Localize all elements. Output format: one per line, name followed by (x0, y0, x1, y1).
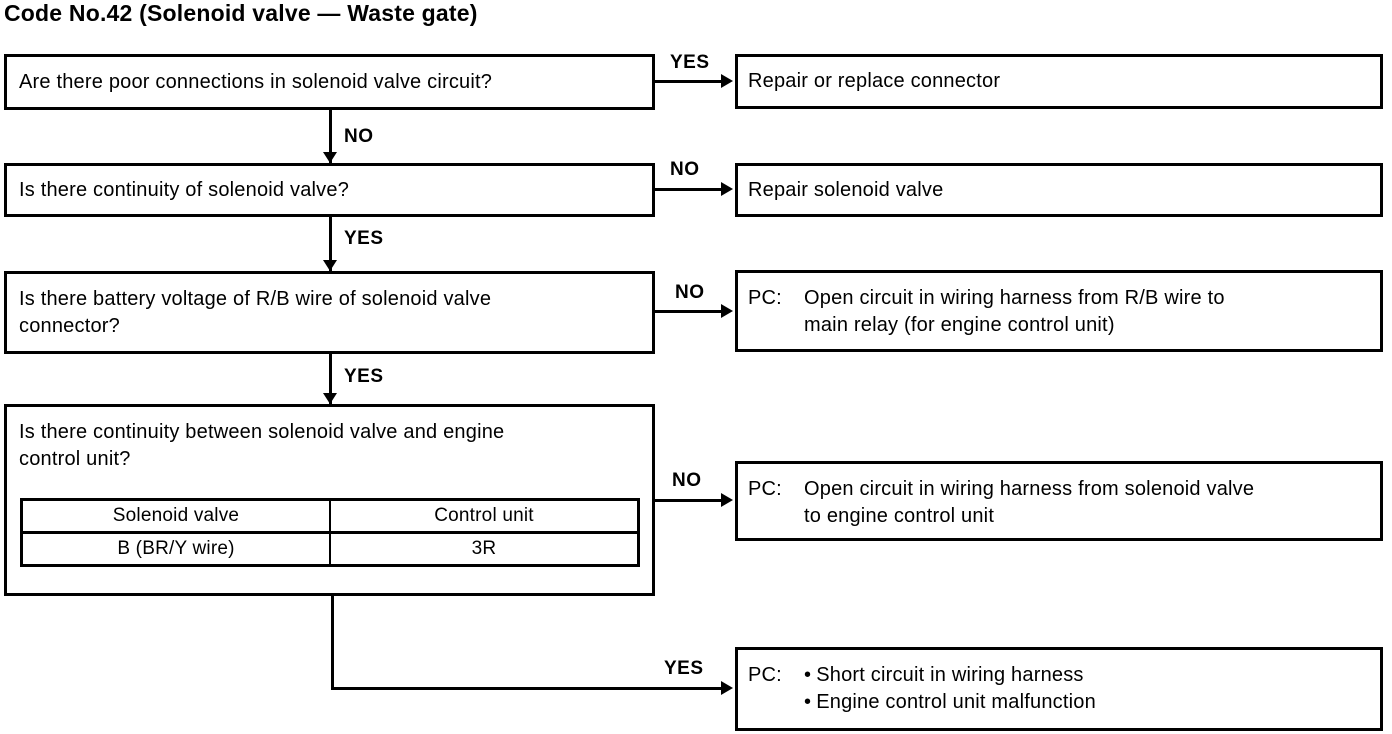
question-box-continuity-solenoid: Is there continuity of solenoid valve? (4, 163, 655, 217)
connector-q4-bottom-right-line (331, 687, 723, 690)
bullet-item: • Engine control unit malfunction (804, 689, 1380, 716)
question-box-poor-connections: Are there poor connections in solenoid v… (4, 54, 655, 110)
connector-q4-right-line (655, 499, 723, 502)
table-cell-wire: B (BR/Y wire) (20, 531, 331, 567)
question-text-line-1: Is there battery voltage of R/B wire of … (19, 287, 492, 310)
branch-label-q2-yes: YES (344, 228, 384, 249)
page-title: Code No.42 (Solenoid valve — Waste gate) (4, 0, 478, 26)
table-cell-terminal: 3R (329, 531, 640, 567)
table-header-control-unit: Control unit (329, 498, 640, 534)
pc-content: PC: Open circuit in wiring harness from … (738, 273, 1380, 339)
connector-q2-down-line (329, 217, 332, 271)
table-header-solenoid-valve: Solenoid valve (20, 498, 331, 534)
branch-label-q1-yes: YES (670, 52, 710, 73)
table-header-row: Solenoid valve Control unit (20, 498, 640, 534)
question-text-line-1: Is there continuity between solenoid val… (19, 421, 505, 443)
pc-lines: Open circuit in wiring harness from sole… (804, 476, 1380, 530)
down-arrowhead-icon (323, 260, 337, 271)
connector-q1-down-line (329, 110, 332, 163)
result-box-short-circuit-malfunction: PC: • Short circuit in wiring harness • … (735, 647, 1383, 731)
result-text-line-2: to engine control unit (804, 505, 995, 527)
pc-prefix: PC: (748, 664, 782, 686)
result-text-line-2: Engine control unit malfunction (816, 691, 1096, 713)
right-arrowhead-icon (721, 681, 733, 695)
result-text: Repair solenoid valve (748, 178, 944, 201)
result-box-open-circuit-main-relay: PC: Open circuit in wiring harness from … (735, 270, 1383, 352)
down-arrowhead-icon (323, 393, 337, 404)
bullet-item: • Short circuit in wiring harness (804, 662, 1380, 689)
bullet-icon: • (804, 664, 812, 686)
question-text-line-2: connector? (19, 314, 120, 337)
result-box-open-circuit-ecu: PC: Open circuit in wiring harness from … (735, 461, 1383, 541)
pc-content: PC: Open circuit in wiring harness from … (738, 464, 1380, 530)
connector-q2-right-line (655, 188, 723, 191)
down-arrowhead-icon (323, 152, 337, 163)
right-arrowhead-icon (721, 182, 733, 196)
result-box-repair-connector: Repair or replace connector (735, 54, 1383, 109)
branch-label-q3-no: NO (675, 282, 705, 303)
branch-label-q3-yes: YES (344, 366, 384, 387)
pc-lines: • Short circuit in wiring harness • Engi… (804, 662, 1380, 716)
table-row: B (BR/Y wire) 3R (20, 531, 640, 567)
question-text: Are there poor connections in solenoid v… (19, 70, 493, 93)
pc-content: PC: • Short circuit in wiring harness • … (738, 650, 1380, 716)
result-text-line-1: Short circuit in wiring harness (816, 664, 1084, 686)
question-box-battery-voltage: Is there battery voltage of R/B wire of … (4, 271, 655, 354)
pc-lines: Open circuit in wiring harness from R/B … (804, 285, 1380, 339)
connector-q3-down-line (329, 354, 332, 404)
result-box-repair-solenoid: Repair solenoid valve (735, 163, 1383, 217)
connector-q1-right-line (655, 80, 723, 83)
connector-q4-down-line (331, 596, 334, 690)
result-text-line-2: main relay (for engine control unit) (804, 314, 1115, 336)
result-text-line-1: Open circuit in wiring harness from sole… (804, 478, 1255, 500)
pc-prefix: PC: (748, 478, 782, 500)
question-text: Is there continuity of solenoid valve? (19, 178, 350, 201)
branch-label-q2-no: NO (670, 159, 700, 180)
result-text-line-1: Open circuit in wiring harness from R/B … (804, 287, 1225, 309)
right-arrowhead-icon (721, 493, 733, 507)
branch-label-q1-no: NO (344, 126, 374, 147)
question-box-continuity-ecu: Is there continuity between solenoid val… (4, 404, 655, 596)
right-arrowhead-icon (721, 304, 733, 318)
continuity-table: Solenoid valve Control unit B (BR/Y wire… (20, 498, 640, 567)
branch-label-q4-no: NO (672, 470, 702, 491)
bullet-icon: • (804, 691, 812, 713)
pc-prefix: PC: (748, 287, 782, 309)
question-text-line-2: control unit? (19, 448, 131, 470)
branch-label-q4-yes: YES (664, 658, 704, 679)
right-arrowhead-icon (721, 74, 733, 88)
connector-q3-right-line (655, 310, 723, 313)
result-text: Repair or replace connector (748, 70, 1001, 92)
